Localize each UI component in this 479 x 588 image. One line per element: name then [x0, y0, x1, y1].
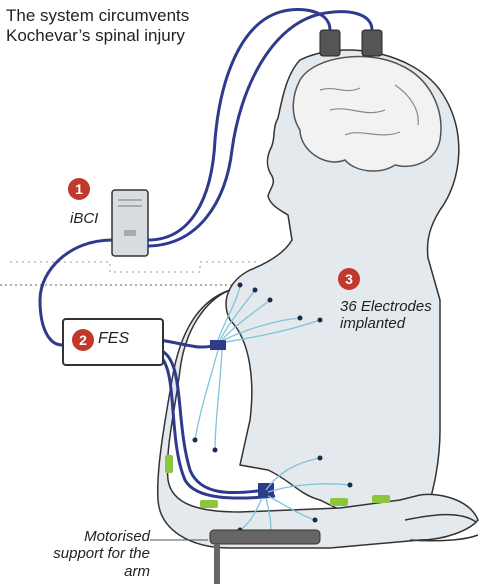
implant-right	[362, 30, 382, 56]
badge-fes: 2	[72, 329, 94, 351]
label-electrodes: 36 Electrodes implanted	[340, 298, 450, 333]
background-dashes	[10, 262, 260, 272]
label-fes: FES	[98, 330, 129, 348]
diagram-title: The system circumvents Kochevar’s spinal…	[6, 6, 266, 45]
implant-left	[320, 30, 340, 56]
badge-electrodes: 3	[338, 268, 360, 290]
arm-support	[210, 530, 320, 544]
wire-fes-to-arm	[160, 340, 215, 347]
connector-upper	[210, 340, 226, 350]
label-ibci: iBCI	[70, 210, 98, 227]
badge-ibci: 1	[68, 178, 90, 200]
arm-support-post	[214, 544, 220, 584]
label-arm-support: Motorised support for the arm	[40, 528, 150, 580]
